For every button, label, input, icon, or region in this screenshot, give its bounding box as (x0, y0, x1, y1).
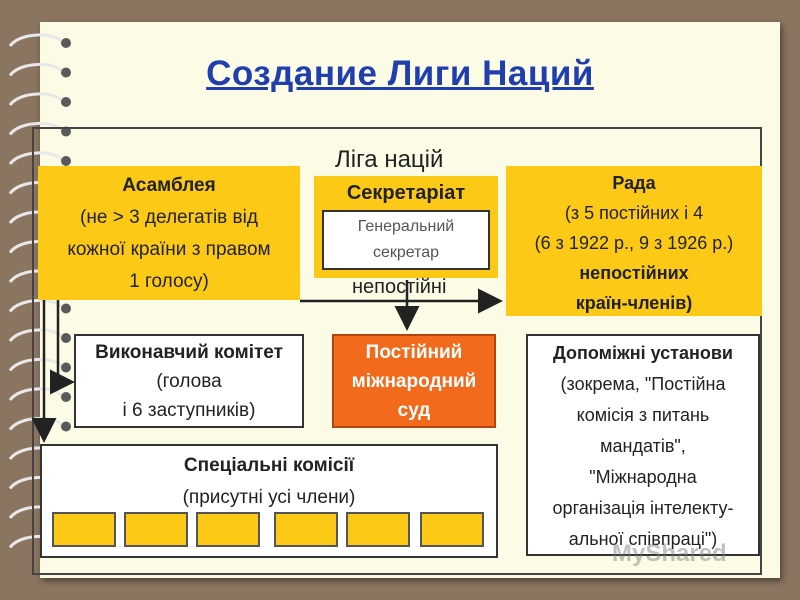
council-line: непостійних (579, 263, 689, 283)
special-title: Спеціальні комісії (183, 455, 355, 476)
spiral-hole (61, 97, 71, 107)
secretariat-title: Секретаріат (346, 182, 466, 204)
commission-box (124, 512, 188, 547)
commission-box (420, 512, 484, 547)
auxiliary-line: (зокрема, "Постійна (560, 374, 726, 394)
executive-title: Виконавчий комітет (95, 342, 283, 363)
auxiliary-title: Допоміжні установи (552, 343, 734, 363)
spiral-hole (61, 392, 71, 402)
assembly-line: кожної країни з правом (67, 239, 271, 260)
auxiliary-line: "Міжнародна (589, 467, 697, 487)
diagram-frame (32, 127, 762, 575)
spiral-hole (61, 156, 71, 166)
executive-line: і 6 заступників) (122, 400, 256, 421)
commission-box (346, 512, 410, 547)
spiral-ring (8, 92, 64, 107)
council-title: Рада (612, 173, 656, 193)
auxiliary-institutions-box: Допоміжні установи (зокрема, "Постійна к… (526, 334, 760, 556)
spiral-hole (61, 303, 71, 314)
council-line: (6 з 1922 р., 9 з 1926 р.) (534, 233, 734, 253)
commission-box (52, 512, 116, 547)
general-secretary-line: секретар (372, 244, 440, 261)
watermark-logo: MyShared (612, 540, 727, 567)
commission-box (196, 512, 260, 547)
auxiliary-line: організація інтелекту- (552, 498, 734, 518)
executive-committee-box: Виконавчий комітет (голова і 6 заступник… (74, 334, 304, 428)
council-line: країн-членів) (575, 293, 693, 313)
spiral-ring (8, 151, 64, 166)
court-line: суд (397, 400, 431, 421)
court-line: міжнародний (351, 371, 477, 392)
assembly-line: 1 голосу) (129, 271, 209, 292)
assembly-box: Асамблея (не > 3 делегатів від кожної кр… (38, 166, 300, 300)
council-line: (з 5 постійних і 4 (564, 203, 704, 223)
commission-box (274, 512, 338, 547)
spiral-ring (8, 33, 64, 48)
court-box: Постійний міжнародний суд (332, 334, 496, 428)
diagram-header: Ліга націй (335, 146, 444, 173)
secretariat-box: Секретаріат Генеральний секретар (314, 176, 498, 278)
assembly-title: Асамблея (122, 175, 216, 196)
spiral-hole (61, 38, 71, 48)
special-line: (присутні усі члени) (182, 487, 356, 508)
executive-line: (голова (156, 371, 222, 392)
general-secretary-box: Генеральний секретар (322, 210, 490, 270)
spiral-hole (61, 421, 71, 432)
general-secretary-line: Генеральний (357, 218, 455, 235)
spiral-hole (61, 333, 71, 343)
auxiliary-line: мандатів", (600, 436, 686, 456)
spiral-hole (61, 126, 71, 137)
council-box: Рада (з 5 постійних і 4 (6 з 1922 р., 9 … (506, 166, 762, 316)
court-line: Постійний (365, 342, 463, 363)
auxiliary-line: альної співпраці") (568, 529, 718, 549)
auxiliary-line: комісія з питань (576, 405, 710, 425)
spiral-ring (8, 62, 64, 77)
non-permanent-label: непостійні (352, 276, 447, 298)
assembly-line: (не > 3 делегатів від (80, 207, 258, 228)
spiral-hole (61, 67, 71, 78)
page-title: Создание Лиги Наций (206, 54, 594, 93)
